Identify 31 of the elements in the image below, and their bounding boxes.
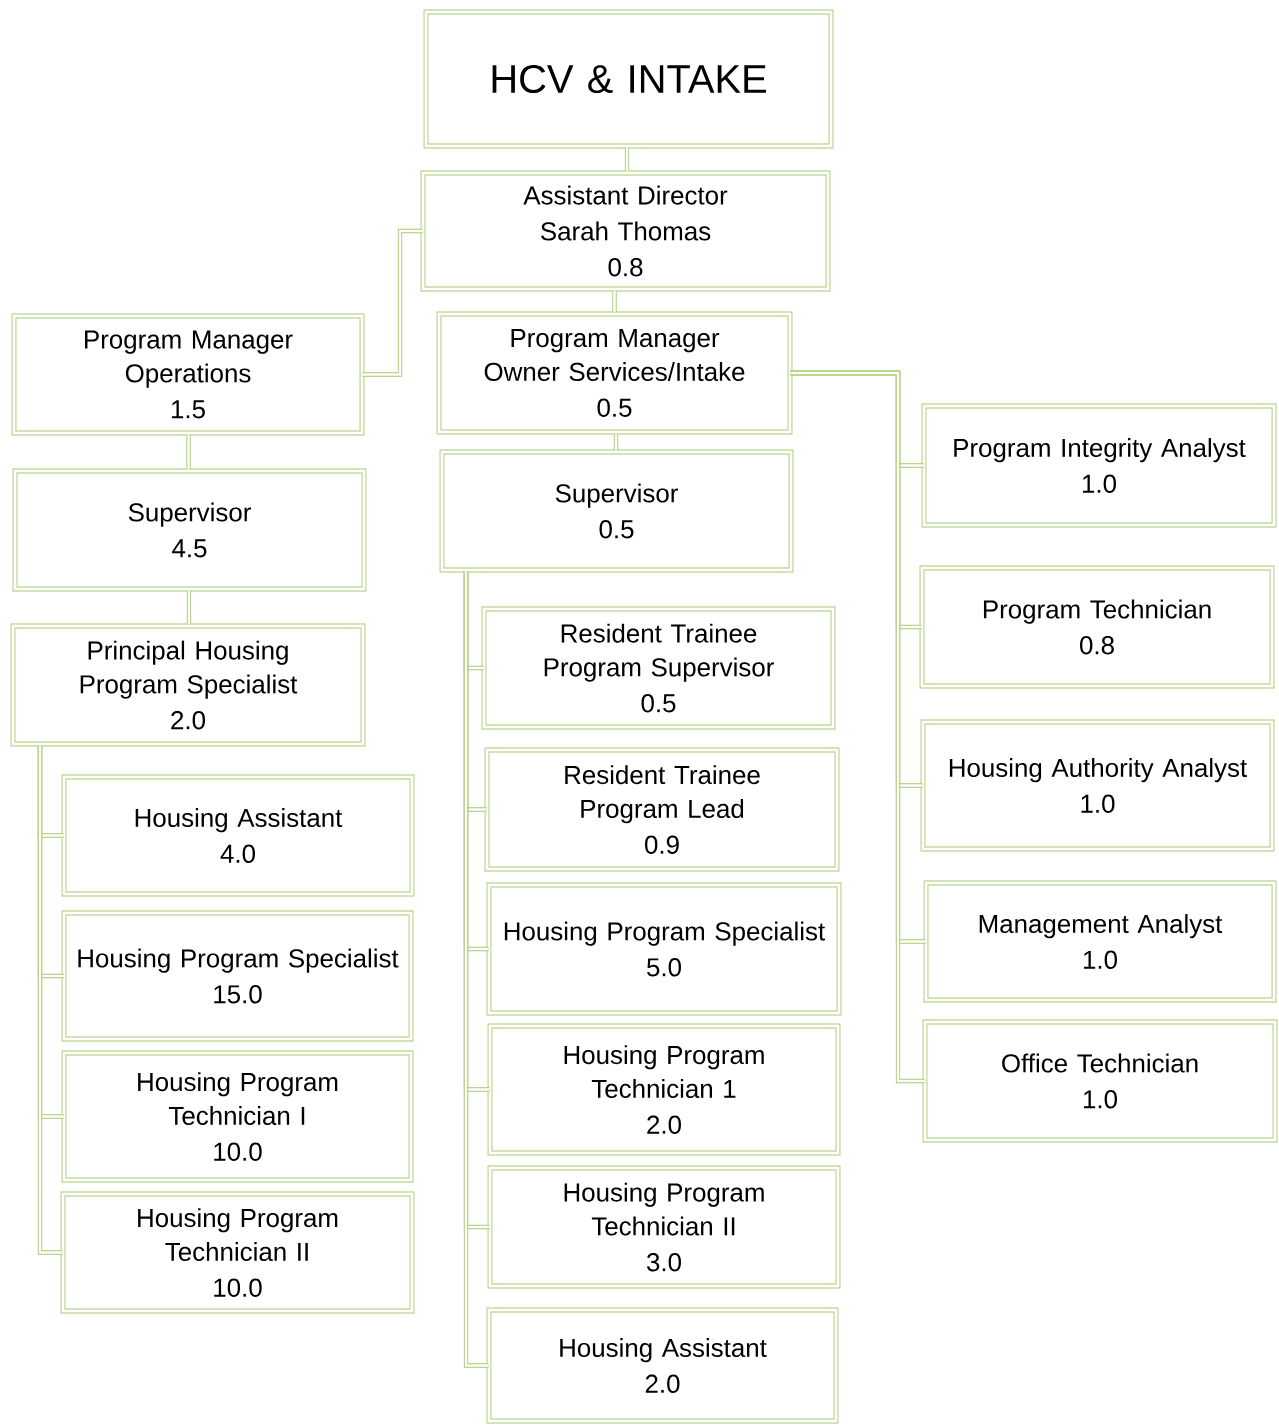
position-box: HCV & INTAKE (423, 9, 834, 149)
position-box: Supervisor 4.5 (12, 468, 367, 592)
position-box: Principal Housing Program Specialist 2.0 (10, 623, 366, 747)
position-box: Office Technician 1.0 (922, 1019, 1278, 1143)
position-box: Housing Program Technician I 10.0 (61, 1050, 414, 1183)
position-box: Housing Program Specialist 15.0 (61, 910, 414, 1042)
position-box: Housing Program Technician 1 2.0 (487, 1023, 841, 1156)
connector-line (186, 591, 192, 624)
connector-line (463, 572, 489, 1368)
position-box: Supervisor 0.5 (439, 449, 794, 573)
position-box: Program Integrity Analyst 1.0 (921, 403, 1277, 528)
connector-line (612, 291, 617, 312)
connector-line (186, 435, 191, 469)
connector-line (613, 434, 619, 450)
position-box: Program Technician 0.8 (919, 565, 1275, 689)
position-box: Housing Authority Analyst 1.0 (920, 719, 1275, 852)
position-box: Assistant Director Sarah Thomas 0.8 (420, 170, 831, 292)
position-box: Program Manager Operations 1.5 (11, 313, 365, 436)
position-box: Program Manager Owner Services/Intake 0.5 (436, 311, 793, 435)
position-box: Management Analyst 1.0 (923, 880, 1277, 1003)
position-box: Housing Program Specialist 5.0 (486, 882, 842, 1016)
connector-line (37, 746, 63, 1255)
connector-line (790, 370, 925, 1084)
connector-line (624, 148, 630, 171)
position-box: Resident Trainee Program Supervisor 0.5 (481, 606, 836, 730)
position-box: Resident Trainee Program Lead 0.9 (484, 747, 840, 872)
position-box: Housing Program Technician II 10.0 (60, 1191, 415, 1314)
position-box: Housing Assistant 4.0 (61, 774, 415, 897)
position-box: Housing Program Technician II 3.0 (487, 1165, 841, 1289)
connector-line (362, 228, 423, 377)
position-box: Housing Assistant 2.0 (486, 1307, 839, 1424)
